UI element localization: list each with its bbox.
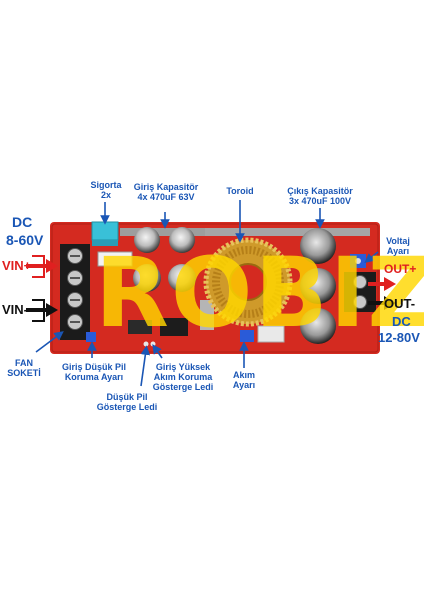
out-minus-arrow [368,296,396,310]
small-components [86,251,285,347]
low-input-protection-annotation: Giriş Düşük Pil Koruma Ayarı [61,362,127,382]
input-capacitors [133,227,196,292]
fuse-annotation: Sigorta 2x [90,180,122,200]
voltage-adjust-annotation: Voltaj Ayarı [386,236,410,256]
current-adjust-annotation: Akım Ayarı [232,370,256,390]
fan-socket-annotation: FAN SOKETİ [7,358,41,378]
toroid-annotation: Toroid [226,186,254,196]
input-range-label: 8-60V [6,232,44,248]
input-dc-label: DC [12,214,33,230]
input-capacitor-annotation: Giriş Kapasitör 4x 470uF 63V [133,182,199,202]
voltage-potentiometer [350,254,366,268]
output-capacitors [300,228,336,344]
vin-plus-label: VIN+ [2,258,32,273]
input-terminal-block [60,244,90,340]
vin-minus-label: VIN- [2,302,28,317]
output-range-label: 12-80V [378,330,420,345]
out-minus-label: OUT- [384,296,416,311]
low-battery-led-annotation: Düşük Pil Gösterge Ledi [96,392,158,412]
watermark-logo: ROBIZ [95,237,424,349]
annotation-arrows [35,200,379,387]
high-current-led-annotation: Giriş Yüksek Akım Koruma Gösterge Ledi [152,362,214,392]
output-terminal-block [344,272,376,312]
out-plus-arrow [368,277,396,291]
toroid-inductor [203,237,293,327]
output-dc-label: DC [392,314,411,329]
vin-minus-arrow [26,299,58,322]
vin-plus-arrow [26,255,58,278]
output-capacitor-annotation: Çıkış Kapasitör 3x 470uF 100V [287,186,353,206]
out-plus-label: OUT+ [384,262,417,276]
